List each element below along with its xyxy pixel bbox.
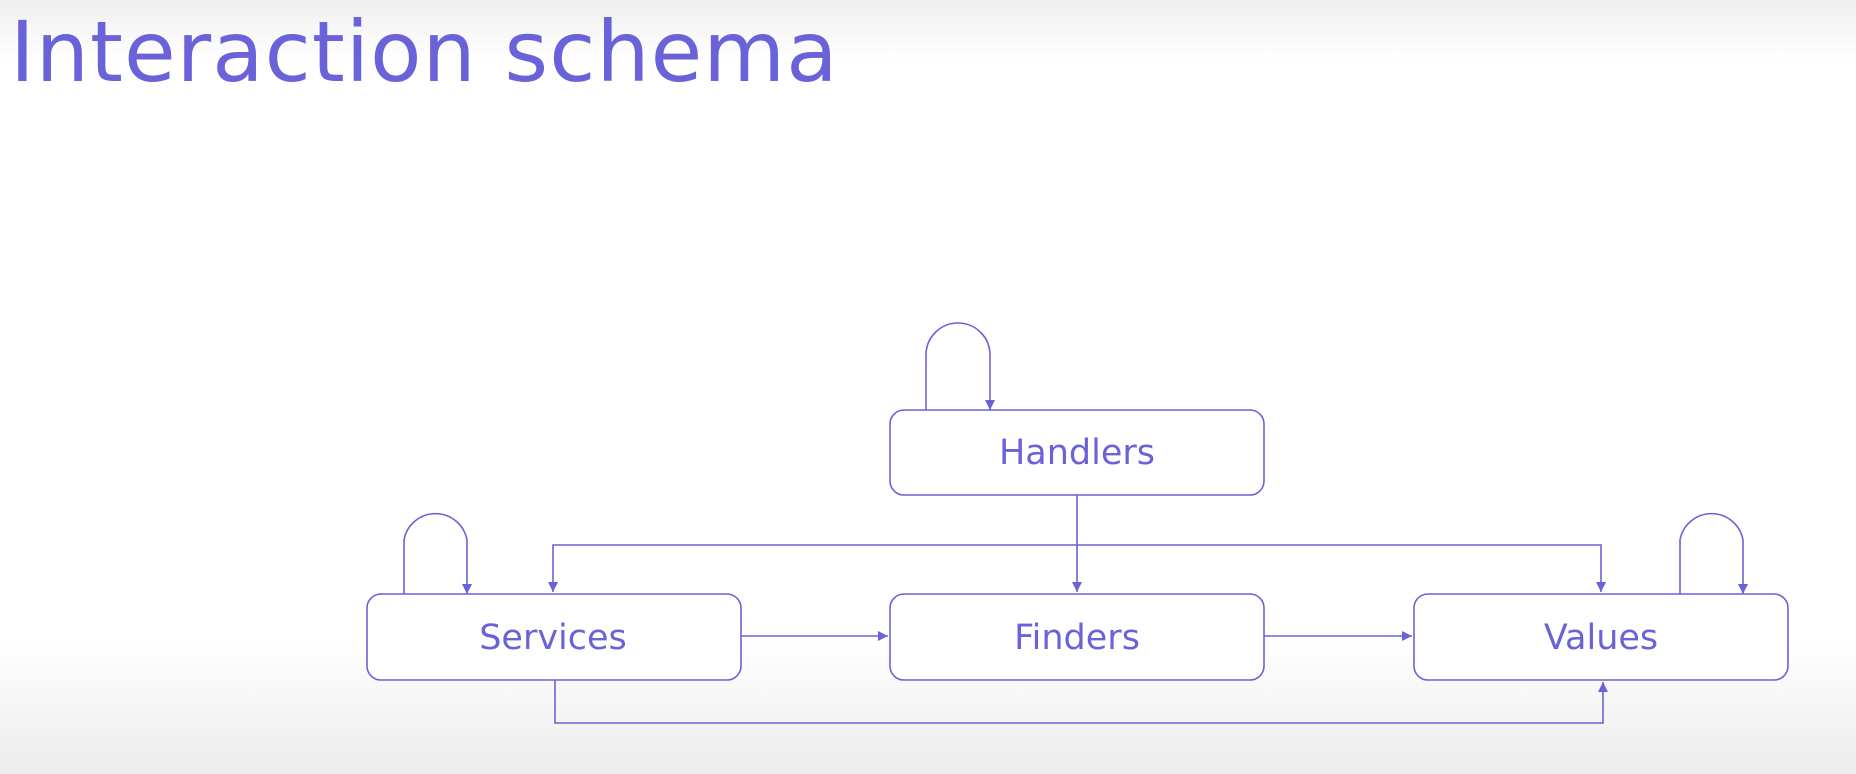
node-finders: Finders <box>889 593 1265 681</box>
node-values-box <box>1413 593 1789 681</box>
edge-values-to-values <box>1679 512 1748 594</box>
node-handlers-label: Handlers <box>999 433 1155 473</box>
node-handlers-box <box>889 409 1265 496</box>
node-values-label: Values <box>1544 618 1658 658</box>
edge-handlers-to-handlers <box>925 322 995 410</box>
edge-handlers-to-values <box>1077 544 1606 592</box>
edge-services-to-services <box>403 512 472 594</box>
edge-handlers-to-services <box>548 544 1077 592</box>
node-values: Values <box>1413 593 1789 681</box>
slide-title: Interaction schema <box>10 3 839 101</box>
node-services-label: Services <box>479 618 627 658</box>
node-finders-label: Finders <box>1014 618 1140 658</box>
node-services: Services <box>366 593 742 681</box>
edge-services-to-values <box>554 680 1608 724</box>
edges-group <box>403 322 1748 724</box>
node-finders-box <box>889 593 1265 681</box>
node-services-box <box>366 593 742 681</box>
node-handlers: Handlers <box>889 409 1265 496</box>
